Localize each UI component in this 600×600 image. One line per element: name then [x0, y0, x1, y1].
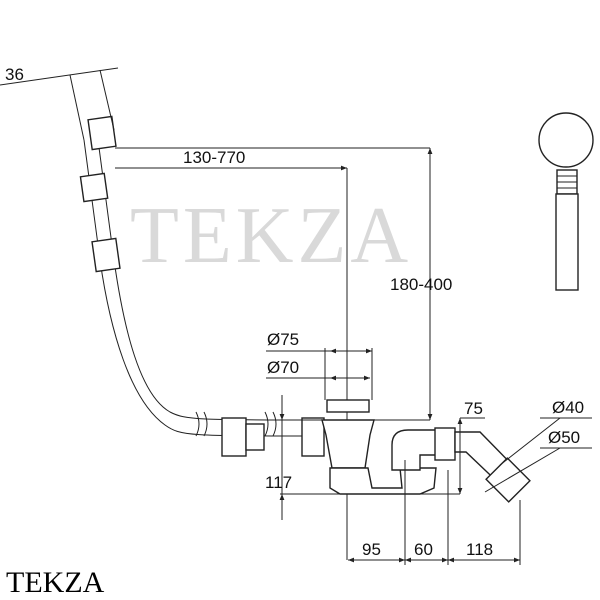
- pipe-nut-mid: [301, 417, 325, 457]
- dim-diameter-75: Ø75: [267, 330, 299, 349]
- pipe-adapter: [245, 423, 265, 451]
- dim-75: 75: [464, 399, 483, 418]
- dim-diameter-40: Ø40: [552, 398, 584, 417]
- hose-coupling-top: [79, 172, 109, 203]
- watermark: TEKZA: [130, 192, 412, 280]
- dim-36: 36: [5, 65, 24, 84]
- dim-diameter-50: Ø50: [548, 428, 580, 447]
- outlet-nut: [434, 427, 456, 461]
- dim-line-36: [0, 67, 119, 86]
- fill-inlet: [87, 115, 117, 151]
- pipe-nut-left: [221, 417, 247, 457]
- hose-coupling-mid: [91, 237, 121, 273]
- brand-label: TEKZA: [6, 566, 105, 599]
- dim-180-400: 180-400: [390, 275, 452, 294]
- dim-118: 118: [466, 540, 493, 559]
- outlet-sleeve: [485, 457, 531, 503]
- dim-130-770: 130-770: [183, 148, 245, 167]
- hand-shower: [538, 112, 594, 291]
- dim-117: 117: [265, 473, 292, 492]
- dim-60: 60: [414, 540, 433, 559]
- dim-diameter-70: Ø70: [267, 358, 299, 377]
- waste-fitting: [321, 399, 531, 503]
- hose: [79, 115, 325, 457]
- dim-95: 95: [362, 540, 381, 559]
